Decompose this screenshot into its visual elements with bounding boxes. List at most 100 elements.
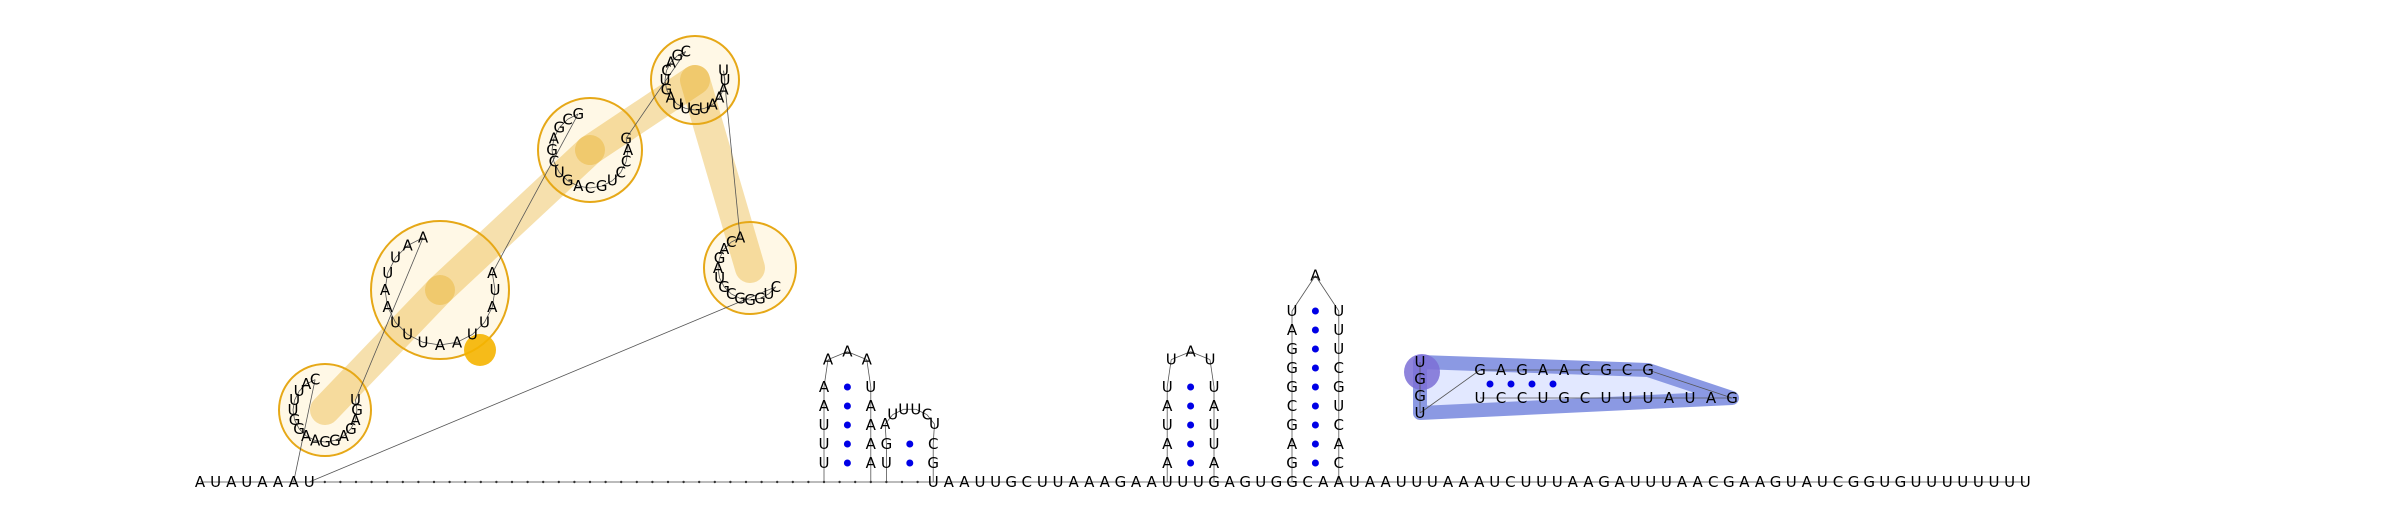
nucleotide: U xyxy=(1521,473,1532,491)
backbone-link xyxy=(685,108,696,111)
gap-dot xyxy=(713,480,716,484)
nucleotide: U xyxy=(1415,353,1426,371)
nucleotide: C xyxy=(1022,473,1032,491)
nucleotide: A xyxy=(380,281,391,299)
nucleotide: C xyxy=(922,406,932,424)
backbone-link xyxy=(664,70,667,81)
nucleotide: A xyxy=(573,177,584,195)
backbone-link xyxy=(294,391,300,401)
nucleotide: A xyxy=(1162,397,1173,415)
nucleotide: G xyxy=(1414,387,1426,405)
gap-dot xyxy=(432,480,436,484)
nucleotide: A xyxy=(719,240,730,258)
nucleotide: U xyxy=(304,473,315,491)
gap-dot xyxy=(635,480,638,484)
backbone-link xyxy=(422,341,441,346)
backbone-link xyxy=(719,277,725,287)
nucleotide: A xyxy=(823,351,834,369)
base-pair-dot xyxy=(1311,421,1319,429)
backbone-link xyxy=(740,298,751,301)
nucleotide: U xyxy=(898,400,909,418)
nucleotide: A xyxy=(819,397,830,415)
nucleotide: U xyxy=(1817,473,1828,491)
nucleotide: C xyxy=(1496,389,1506,407)
nucleotide: A xyxy=(1100,473,1111,491)
nucleotide: C xyxy=(1334,359,1344,377)
nucleotide: U xyxy=(1942,473,1953,491)
nucleotide: A xyxy=(1559,361,1570,379)
backbone-link xyxy=(712,97,720,105)
backbone-link xyxy=(491,113,579,274)
nucleotide: A xyxy=(1185,343,1196,361)
nucleotide: G xyxy=(620,129,632,147)
nucleotide: U xyxy=(720,71,731,89)
nucleotide: A xyxy=(1739,473,1750,491)
nucleotide: U xyxy=(1204,351,1215,369)
backbone-link xyxy=(884,424,887,445)
backbone-link xyxy=(1209,359,1215,388)
nucleotide: A xyxy=(452,333,463,351)
nucleotide: U xyxy=(1661,473,1672,491)
nucleotide: U xyxy=(929,415,940,433)
backbone-link xyxy=(298,383,307,392)
gap-dot xyxy=(417,480,420,484)
backbone-link xyxy=(491,272,496,291)
gap-dot xyxy=(464,480,467,484)
nucleotide: G xyxy=(572,105,584,123)
backbone-link xyxy=(387,257,396,274)
backbone-link xyxy=(1171,351,1191,360)
backbone-link xyxy=(567,113,579,120)
nucleotide: G xyxy=(1286,473,1298,491)
backbone-link xyxy=(719,249,725,259)
nucleotide: A xyxy=(1224,473,1235,491)
nucleotide: U xyxy=(819,416,830,434)
nucleotide: G xyxy=(714,249,726,267)
backbone-link xyxy=(612,172,622,182)
gap-dot xyxy=(386,480,389,484)
nucleotide: U xyxy=(1209,435,1220,453)
base-pair-dot xyxy=(1311,459,1319,467)
nucleotide: C xyxy=(1580,389,1590,407)
gap-dot xyxy=(651,480,654,484)
gap-dot xyxy=(729,480,732,484)
backbone-link xyxy=(892,408,904,415)
backbone-link xyxy=(558,172,568,182)
backbone-link xyxy=(567,180,579,187)
nucleotide: A xyxy=(1310,267,1321,285)
nucleotide: G xyxy=(1474,361,1486,379)
nucleotide: U xyxy=(1396,473,1407,491)
backbone-link xyxy=(677,103,686,109)
nucleotide: A xyxy=(1538,361,1549,379)
backbone-link xyxy=(932,424,935,445)
nucleotide: U xyxy=(680,100,691,118)
nucleotide: A xyxy=(1614,473,1625,491)
nucleotide: U xyxy=(350,391,361,409)
backbone-link xyxy=(759,293,769,299)
backbone-link xyxy=(731,293,741,299)
nucleotide: U xyxy=(1209,378,1220,396)
gap-dot xyxy=(604,480,607,484)
nucleotide: G xyxy=(1558,389,1570,407)
nucleotide: G xyxy=(1286,359,1298,377)
nucleotide: G xyxy=(289,411,301,429)
nucleotide: G xyxy=(319,433,331,451)
base-pair-dot xyxy=(1311,364,1319,372)
backbone-link xyxy=(293,379,316,483)
backbone-link xyxy=(1419,369,1481,414)
nucleotide: U xyxy=(210,473,221,491)
backbone-link xyxy=(1291,275,1316,312)
nucleotide: G xyxy=(661,80,673,98)
nucleotide: G xyxy=(1286,416,1298,434)
nucleotide: A xyxy=(718,80,729,98)
gap-dot xyxy=(339,480,342,484)
nucleotide: A xyxy=(959,473,970,491)
nucleotide: C xyxy=(621,153,631,171)
backbone-link xyxy=(666,62,672,71)
base-pair-dot xyxy=(1528,380,1536,388)
backbone-link xyxy=(677,51,686,57)
nucleotide: A xyxy=(1706,389,1717,407)
nucleotide: G xyxy=(1600,361,1612,379)
nucleotide: A xyxy=(1365,473,1376,491)
nucleotide: A xyxy=(880,415,891,433)
